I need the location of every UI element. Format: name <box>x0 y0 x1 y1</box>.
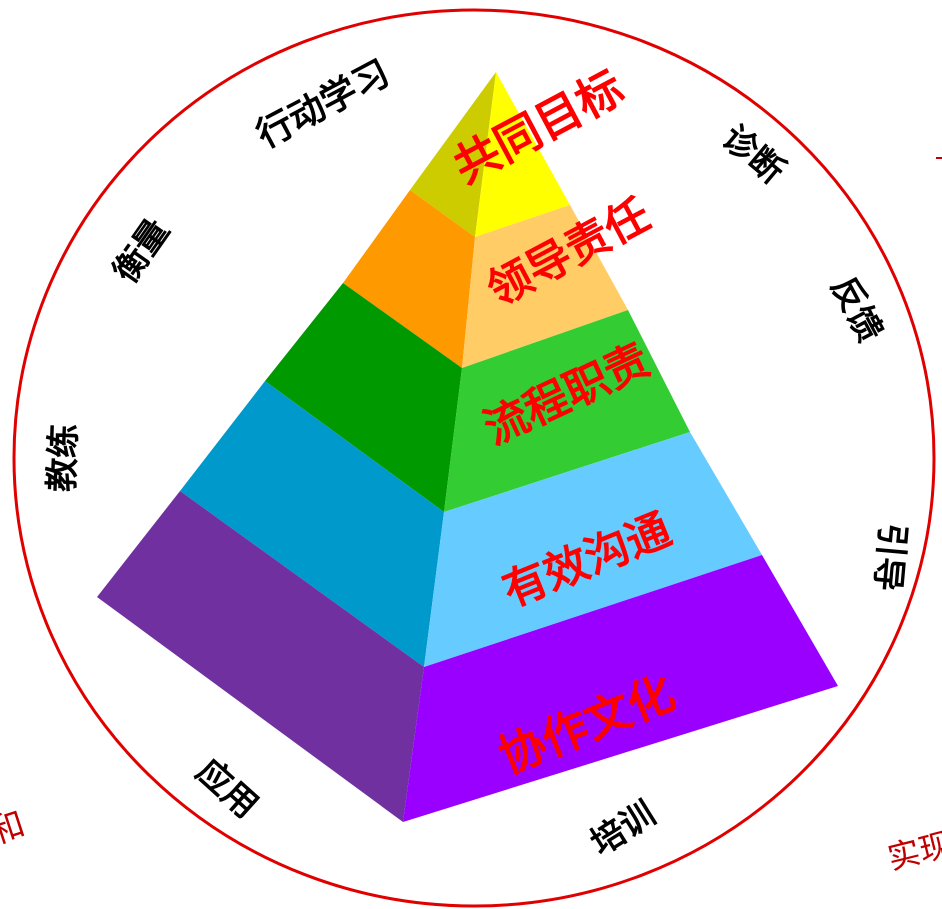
ring-label-guidance: 引导 <box>867 522 913 593</box>
layer-5-left-face <box>97 491 424 822</box>
layer-1-left-face <box>410 72 496 237</box>
ring-label-diagnosis: 诊断 <box>714 118 792 192</box>
layer-5-right-face <box>403 555 838 822</box>
ring-label-coaching: 教练 <box>42 423 84 492</box>
layer-3-right-face <box>444 310 690 512</box>
layer-3-left-face <box>265 283 462 512</box>
ring-label-feedback: 反馈 <box>823 270 890 349</box>
ring-label-measurement: 衡量 <box>106 212 178 291</box>
ring-label-application: 应用 <box>188 751 265 826</box>
edge-text-right: 实现 <box>884 825 942 877</box>
ring-label-action-learning: 行动学习 <box>250 52 397 157</box>
layer-4-left-face <box>180 381 444 667</box>
layer-4-right-face <box>424 432 762 667</box>
layer-1-right-face <box>475 72 570 237</box>
layer-2-left-face <box>343 190 475 368</box>
outer-ring <box>12 8 936 908</box>
edge-text-left: 和 <box>0 804 30 853</box>
pyramid <box>97 72 838 822</box>
layer-2-right-face <box>462 205 628 368</box>
ring-label-training: 培训 <box>584 794 663 864</box>
